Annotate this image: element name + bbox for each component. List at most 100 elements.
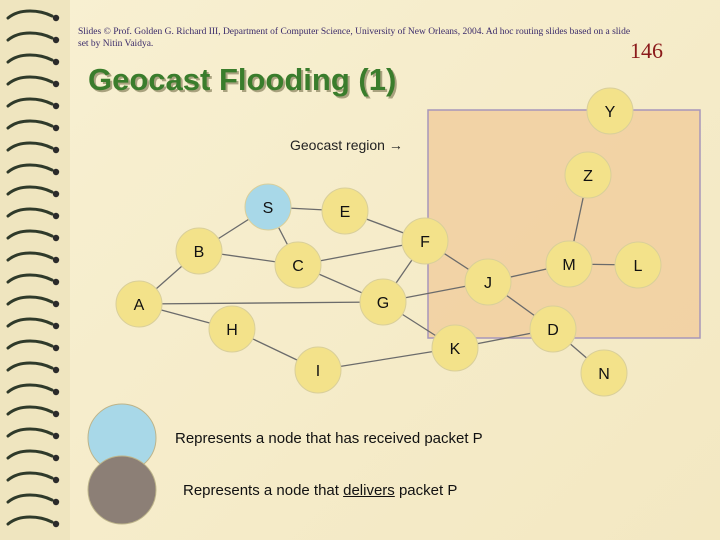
binding-hole: [52, 388, 60, 396]
binding-hole: [52, 520, 60, 528]
edge-a-g: [138, 301, 384, 305]
binding-hole: [52, 344, 60, 352]
geocast-region: [427, 109, 701, 339]
node-circle: [321, 187, 369, 235]
node-label: E: [340, 204, 351, 221]
binding-ring: [6, 339, 54, 350]
binding-ring: [6, 361, 54, 372]
binding-ring: [6, 53, 54, 64]
binding-hole: [52, 498, 60, 506]
node-label: I: [316, 363, 320, 380]
binding-ring: [6, 163, 54, 174]
node-h: H: [208, 305, 256, 353]
node-label: L: [634, 258, 643, 275]
binding-hole: [52, 168, 60, 176]
binding-hole: [52, 124, 60, 132]
slide-title: Geocast Flooding (1): [88, 62, 397, 97]
node-circle: [529, 305, 577, 353]
node-circle: [115, 280, 163, 328]
slide-credit: Slides © Prof. Golden G. Richard III, De…: [78, 27, 631, 49]
binding-hole: [52, 454, 60, 462]
node-c: C: [274, 241, 322, 289]
geocast-region-label: Geocast region →: [290, 137, 403, 153]
node-d: D: [529, 305, 577, 353]
binding-ring: [6, 119, 54, 130]
legend-delivers-underlined: delivers: [343, 482, 395, 499]
binding-ring: [6, 207, 54, 218]
binding-hole: [52, 432, 60, 440]
node-i: I: [294, 346, 342, 394]
node-m: M: [545, 240, 593, 288]
binding-ring: [6, 185, 54, 196]
node-z: Z: [564, 151, 612, 199]
binding-ring: [6, 31, 54, 42]
node-label: J: [484, 275, 492, 292]
node-k: K: [431, 324, 479, 372]
binding-hole: [52, 300, 60, 308]
node-label: A: [134, 297, 145, 314]
node-l: L: [614, 241, 662, 289]
binding-hole: [52, 410, 60, 418]
node-circle: [464, 258, 512, 306]
node-label: F: [420, 234, 430, 251]
node-label: G: [377, 295, 389, 312]
node-label: S: [263, 200, 274, 217]
legend-swatches: [87, 403, 157, 525]
binding-hole: [52, 366, 60, 374]
legend-delivers-suffix: packet P: [394, 482, 458, 499]
binding-hole: [52, 14, 60, 22]
binding-hole: [52, 476, 60, 484]
node-label: H: [226, 322, 238, 339]
node-j: J: [464, 258, 512, 306]
node-label: D: [547, 322, 559, 339]
node-circle: [175, 227, 223, 275]
node-circle: [208, 305, 256, 353]
binding-ring: [6, 471, 54, 482]
node-circle: [564, 151, 612, 199]
node-e: E: [321, 187, 369, 235]
node-label: B: [194, 244, 205, 261]
binding-hole: [52, 322, 60, 330]
binding-ring: [6, 141, 54, 152]
nodes: S E F B C A G H I K J M D N L Y Z: [115, 87, 662, 397]
node-a: A: [115, 280, 163, 328]
binding-hole: [52, 278, 60, 286]
binding-ring: [6, 273, 54, 284]
node-circle: [580, 349, 628, 397]
node-b: B: [175, 227, 223, 275]
node-label: C: [292, 258, 304, 275]
legend-delivers-swatch: [87, 455, 157, 525]
binding-ring: [6, 9, 54, 20]
node-g: G: [359, 278, 407, 326]
node-circle: [586, 87, 634, 135]
node-circle: [244, 183, 292, 231]
binding-hole: [52, 234, 60, 242]
node-label: N: [598, 366, 610, 383]
binding-ring: [6, 75, 54, 86]
node-label: M: [562, 257, 575, 274]
node-circle: [431, 324, 479, 372]
binding-ring: [6, 229, 54, 240]
node-label: Y: [605, 104, 616, 121]
node-s: S: [244, 183, 292, 231]
binding-hole: [52, 102, 60, 110]
binding-ring: [6, 493, 54, 504]
binding-ring: [6, 295, 54, 306]
binding-hole: [52, 80, 60, 88]
binding-ring: [6, 405, 54, 416]
binding-ring: [6, 449, 54, 460]
binding-hole: [52, 36, 60, 44]
node-circle: [401, 217, 449, 265]
node-f: F: [401, 217, 449, 265]
node-circle: [294, 346, 342, 394]
node-circle: [274, 241, 322, 289]
node-label: K: [450, 341, 461, 358]
binding-hole: [52, 256, 60, 264]
legend-received-text: Represents a node that has received pack…: [175, 430, 483, 447]
spiral-binding: [0, 0, 70, 540]
binding-ring: [6, 251, 54, 262]
node-label: Z: [583, 168, 593, 185]
node-y: Y: [586, 87, 634, 135]
legend-delivers-prefix: Represents a node that: [183, 482, 344, 499]
